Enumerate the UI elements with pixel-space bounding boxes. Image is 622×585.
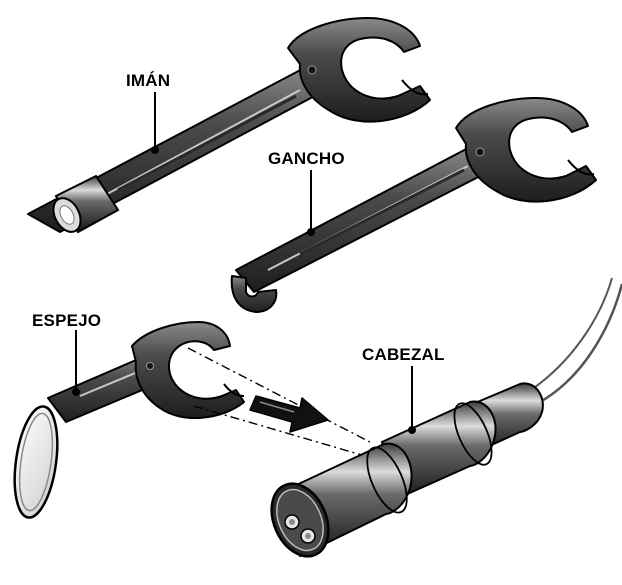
leader-lines <box>72 92 416 434</box>
hook-clip <box>455 97 597 203</box>
magnet-clip <box>287 17 431 123</box>
label-mirror: ESPEJO <box>32 311 102 330</box>
label-head: CABEZAL <box>362 345 445 364</box>
magnet-tip <box>52 174 120 234</box>
attach-guide <box>187 347 373 459</box>
hook-tool <box>230 97 597 313</box>
label-hook: GANCHO <box>268 149 345 168</box>
attach-arrow <box>249 395 329 433</box>
magnet-tool <box>27 17 431 234</box>
mirror-glass <box>13 405 59 519</box>
camera-head <box>270 277 622 558</box>
mirror-clip <box>131 321 245 419</box>
label-magnet: IMÁN <box>126 71 171 90</box>
mirror-tool <box>13 321 245 519</box>
camera-cable <box>539 283 622 404</box>
hook-end <box>230 275 278 313</box>
